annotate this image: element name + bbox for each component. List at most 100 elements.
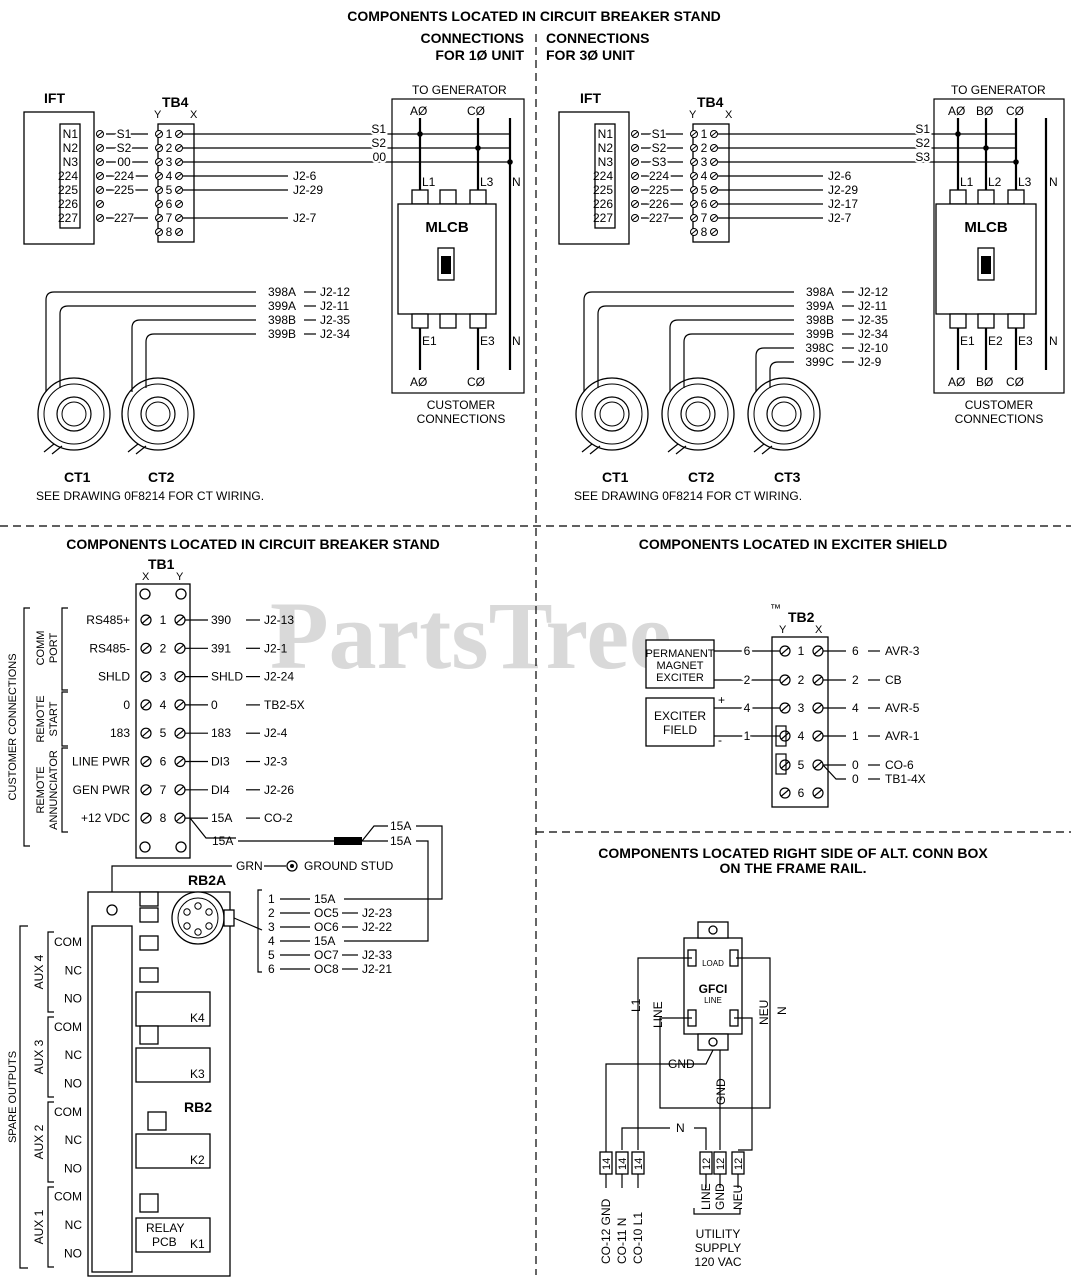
heading-conn3-line1: CONNECTIONS	[546, 30, 649, 46]
tb1-screw-y-icon	[174, 642, 186, 654]
gen3-phase-a: AØ	[948, 104, 965, 118]
e3-label: E3	[480, 334, 495, 348]
ground-stud-label: GROUND STUD	[304, 859, 394, 873]
ift-terminal-7: 227	[593, 211, 613, 225]
tb1-screw-y-icon	[174, 670, 186, 683]
tb1-screw-y-icon	[174, 614, 186, 626]
gfci-top-screw	[708, 925, 718, 935]
mlcb3-lug-1	[949, 189, 967, 205]
tb1-screw-y-icon	[174, 755, 186, 768]
line-wire-label: LINE	[651, 1001, 665, 1028]
ift-screw-icon	[96, 130, 104, 138]
tb1-terminal-number: 4	[160, 698, 167, 712]
annunciator-label: ANNUNCIATOR	[48, 750, 60, 830]
ift-screw-icon	[96, 158, 104, 166]
tb1-15a-jump	[189, 817, 236, 839]
n-mid-label: N	[676, 1121, 685, 1135]
rb2-part-a	[139, 891, 159, 907]
relay-text: RELAY	[146, 1221, 184, 1235]
tb1-left-label: RS485-	[89, 641, 130, 655]
tb4-terminal-number: 3	[166, 155, 173, 169]
tb1-right-label: DI3	[211, 755, 230, 769]
rb2-contact-label: NC	[65, 963, 83, 977]
connector-pin-icon	[183, 908, 191, 916]
generator-3-frame	[933, 98, 1065, 394]
rb2a-wire-label: OC7	[314, 948, 339, 962]
ift-terminal-1: N1	[598, 127, 614, 141]
tb1-screw-y-icon	[174, 699, 186, 711]
ift-wire-label: 224	[649, 169, 669, 183]
mlcb-lug-2	[439, 189, 457, 205]
tb4-screw-x-icon	[175, 186, 183, 194]
cust-phase-c: CØ	[467, 375, 485, 389]
ift-screw-icon	[631, 200, 639, 208]
ct-wire-label: 398B	[806, 313, 834, 327]
utility-bracket	[693, 1208, 741, 1215]
heading-conn1-line2: FOR 1Ø UNIT	[435, 47, 524, 63]
rb2-contact-label: NO	[64, 1161, 82, 1175]
rb2a-j-label: J2-23	[362, 906, 392, 920]
ift-wire-label: 00	[117, 155, 131, 169]
ift-strip	[59, 123, 81, 229]
n-wire	[621, 1127, 707, 1150]
k1-label: K1	[190, 1237, 205, 1251]
ift-screw-icon	[631, 130, 639, 138]
tb2-y: Y	[779, 624, 787, 636]
ct-wire-label: 398B	[268, 313, 296, 327]
ct-j-label: J2-34	[320, 327, 350, 341]
n3-label-top: N	[1049, 175, 1058, 189]
mlcb3-lug-3	[1007, 189, 1025, 205]
connector-14-name: CO-11 N	[615, 1218, 629, 1264]
connector-pin-icon	[205, 922, 213, 930]
rb2a-pin-number: 6	[268, 962, 275, 976]
ift3-box	[558, 111, 630, 245]
tb1-screw-x-icon	[140, 784, 152, 796]
tb4-screw-y-icon	[155, 158, 163, 166]
l1-label: L1	[422, 175, 436, 189]
n-label-bottom: N	[512, 334, 521, 348]
e3-3-label: E3	[1018, 334, 1033, 348]
aux-bracket	[47, 931, 54, 1013]
tb4-out-label: J2-29	[293, 183, 323, 197]
tb2-far-label: CO-6	[885, 758, 914, 772]
tb4-screw-x-icon	[710, 214, 718, 222]
annunciator-bracket	[61, 747, 68, 833]
mlcb-lug-6	[469, 313, 487, 329]
ift-wire-label: 227	[649, 211, 669, 225]
gen3-phase-c: CØ	[1006, 104, 1024, 118]
tb4-out-label: J2-29	[828, 183, 858, 197]
connector-12-label: 12	[701, 1158, 713, 1170]
tb2-screw-x-icon	[812, 787, 824, 799]
ct-j-label: J2-12	[858, 285, 888, 299]
heading-top: COMPONENTS LOCATED IN CIRCUIT BREAKER ST…	[347, 8, 721, 24]
ct-j-label: J2-34	[858, 327, 888, 341]
connector-pin-icon	[194, 902, 202, 910]
rb2a-wire-label: 15A	[314, 934, 335, 948]
tb4-screw-y-icon	[690, 158, 698, 166]
cust3-phase-c: CØ	[1006, 375, 1024, 389]
ift-terminal-1: N1	[63, 127, 79, 141]
remote-label: REMOTE	[35, 695, 47, 742]
tb4-screw-y-icon	[155, 130, 163, 138]
ct-ring-icon	[747, 377, 821, 455]
tb2-far-label: TB1-4X	[885, 772, 926, 786]
customer3-label: CUSTOMER	[965, 398, 1034, 412]
mlcb3-lug-6	[1007, 313, 1025, 329]
mlcb-lug-5	[439, 313, 457, 329]
tb1-far-label: J2-26	[264, 783, 294, 797]
cust3-phase-a: AØ	[948, 375, 965, 389]
tb2-x: X	[815, 624, 823, 636]
tb4-terminal-number: 3	[701, 155, 708, 169]
rb2a-pin-number: 2	[268, 906, 275, 920]
ct-label: CT2	[148, 469, 175, 485]
ift-terminal-6: 226	[593, 197, 613, 211]
ef-line1: EXCITER	[654, 709, 706, 723]
comm-label: COMM	[35, 631, 47, 666]
exciter-field-box	[645, 697, 715, 747]
15a-to-pin1	[344, 825, 443, 900]
tb2-screw-y-icon	[779, 702, 791, 714]
ift-label: IFT	[44, 90, 65, 106]
l1-wire	[637, 957, 692, 1108]
ct-lead	[597, 305, 794, 388]
